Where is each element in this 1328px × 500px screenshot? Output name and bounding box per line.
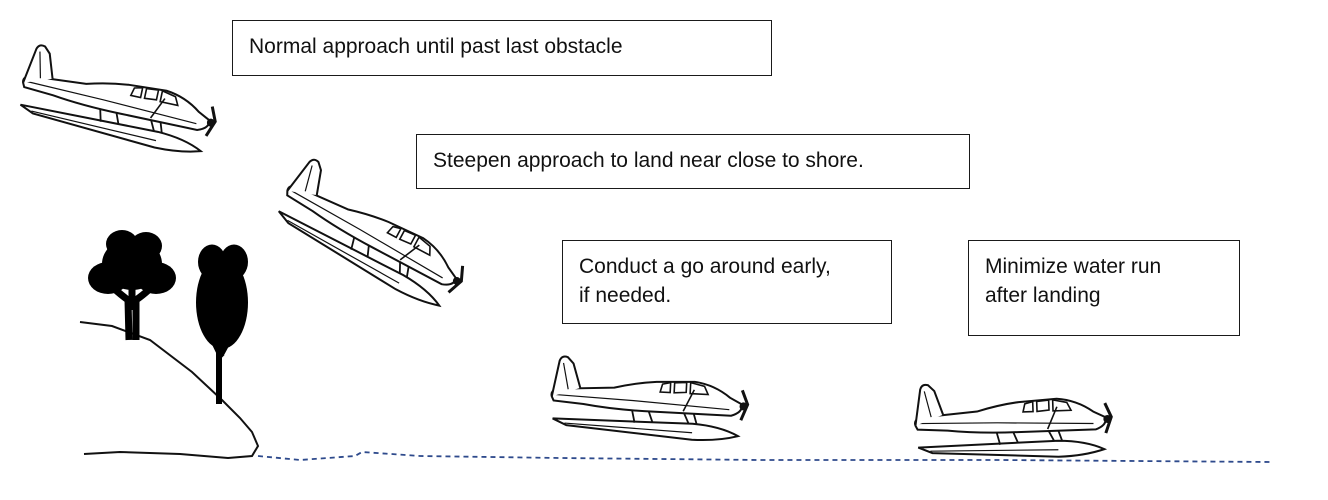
callout-text: Normal approach until past last obstacle — [249, 35, 623, 58]
callout-go-around: Conduct a go around early, if needed. — [562, 240, 892, 324]
callout-normal-approach: Normal approach until past last obstacle — [232, 20, 772, 76]
tree-icon — [88, 230, 176, 340]
callout-text-line-1: Minimize water run — [985, 255, 1162, 278]
callout-text-line-2: if needed. — [579, 284, 672, 307]
tree-icon — [196, 244, 248, 404]
seaplane-icon — [13, 41, 225, 161]
seaplane-icon — [548, 354, 752, 445]
seaplane-icon — [912, 376, 1115, 464]
callout-steepen-approach: Steepen approach to land near close to s… — [416, 134, 970, 189]
callout-text-line-1: Conduct a go around early, — [579, 255, 831, 278]
callout-text-line-2: after landing — [985, 284, 1101, 307]
shoreline-hill — [79, 321, 260, 460]
callout-minimize-water-run: Minimize water run after landing — [968, 240, 1240, 336]
water-surface — [257, 451, 1271, 463]
callout-text: Steepen approach to land near close to s… — [433, 149, 864, 172]
